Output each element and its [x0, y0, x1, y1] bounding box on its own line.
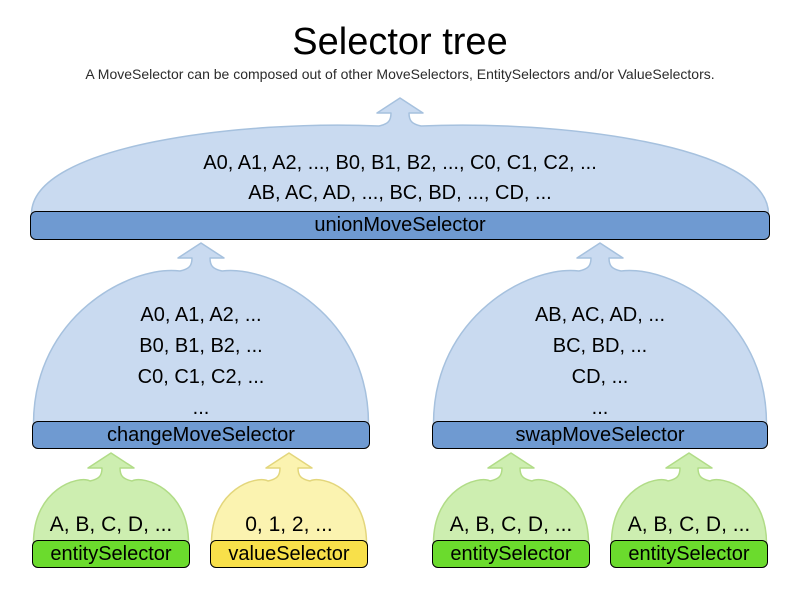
dome-values-line: BC, BD, ... [552, 335, 648, 357]
node-value-selector: 0, 1, 2, ... valueSelector [210, 452, 368, 568]
diagram-title: Selector tree [292, 21, 508, 63]
entity-selector-1-bar: entitySelector [32, 540, 190, 568]
bar-label: valueSelector [228, 542, 350, 565]
node-change-move-selector: A0, A1, A2, ... B0, B1, B2, ... C0, C1, … [32, 242, 370, 449]
bar-label: changeMoveSelector [107, 423, 295, 446]
dome-values-line: A, B, C, D, ... [449, 513, 573, 536]
entity-selector-2-bar: entitySelector [432, 540, 590, 568]
dome-values-line: 0, 1, 2, ... [245, 513, 333, 536]
bar-label: unionMoveSelector [314, 214, 486, 236]
bar-label: swapMoveSelector [515, 423, 685, 446]
dome-values-line: A0, A1, A2, ... [140, 304, 262, 326]
node-swap-move-selector: AB, AC, AD, ... BC, BD, ... CD, ... ... … [432, 242, 768, 449]
change-values-text: A0, A1, A2, ... B0, B1, B2, ... C0, C1, … [32, 300, 370, 424]
dome-values-line: ... [192, 397, 210, 419]
node-entity-selector-3: A, B, C, D, ... entitySelector [610, 452, 768, 568]
entity-values-text: A, B, C, D, ... [610, 509, 768, 541]
union-move-selector-bar: unionMoveSelector [30, 211, 770, 240]
node-entity-selector-1: A, B, C, D, ... entitySelector [32, 452, 190, 568]
change-move-selector-bar: changeMoveSelector [32, 421, 370, 449]
entity-values-text: A, B, C, D, ... [432, 509, 590, 541]
value-values-text: 0, 1, 2, ... [210, 509, 368, 541]
value-selector-bar: valueSelector [210, 540, 368, 568]
dome-values-line: A0, A1, A2, ..., B0, B1, B2, ..., C0, C1… [203, 152, 597, 174]
dome-values-line: C0, C1, C2, ... [137, 366, 265, 388]
dome-values-line: A, B, C, D, ... [49, 513, 173, 536]
dome-values-line: AB, AC, AD, ..., BC, BD, ..., CD, ... [248, 182, 552, 204]
bar-label: entitySelector [628, 542, 750, 565]
entity-values-text: A, B, C, D, ... [32, 509, 190, 541]
entity-selector-3-bar: entitySelector [610, 540, 768, 568]
dome-values-line: CD, ... [571, 366, 629, 388]
dome-values-line: ... [591, 397, 609, 419]
dome-values-line: B0, B1, B2, ... [139, 335, 263, 357]
diagram-subtitle: A MoveSelector can be composed out of ot… [85, 66, 715, 82]
dome-values-line: A, B, C, D, ... [627, 513, 751, 536]
bar-label: entitySelector [450, 542, 572, 565]
swap-move-selector-bar: swapMoveSelector [432, 421, 768, 449]
union-values-text: A0, A1, A2, ..., B0, B1, B2, ..., C0, C1… [30, 148, 770, 208]
node-union-move-selector: A0, A1, A2, ..., B0, B1, B2, ..., C0, C1… [30, 97, 770, 240]
swap-values-text: AB, AC, AD, ... BC, BD, ... CD, ... ... [432, 300, 768, 424]
dome-values-line: AB, AC, AD, ... [534, 304, 666, 326]
bar-label: entitySelector [50, 542, 172, 565]
node-entity-selector-2: A, B, C, D, ... entitySelector [432, 452, 590, 568]
